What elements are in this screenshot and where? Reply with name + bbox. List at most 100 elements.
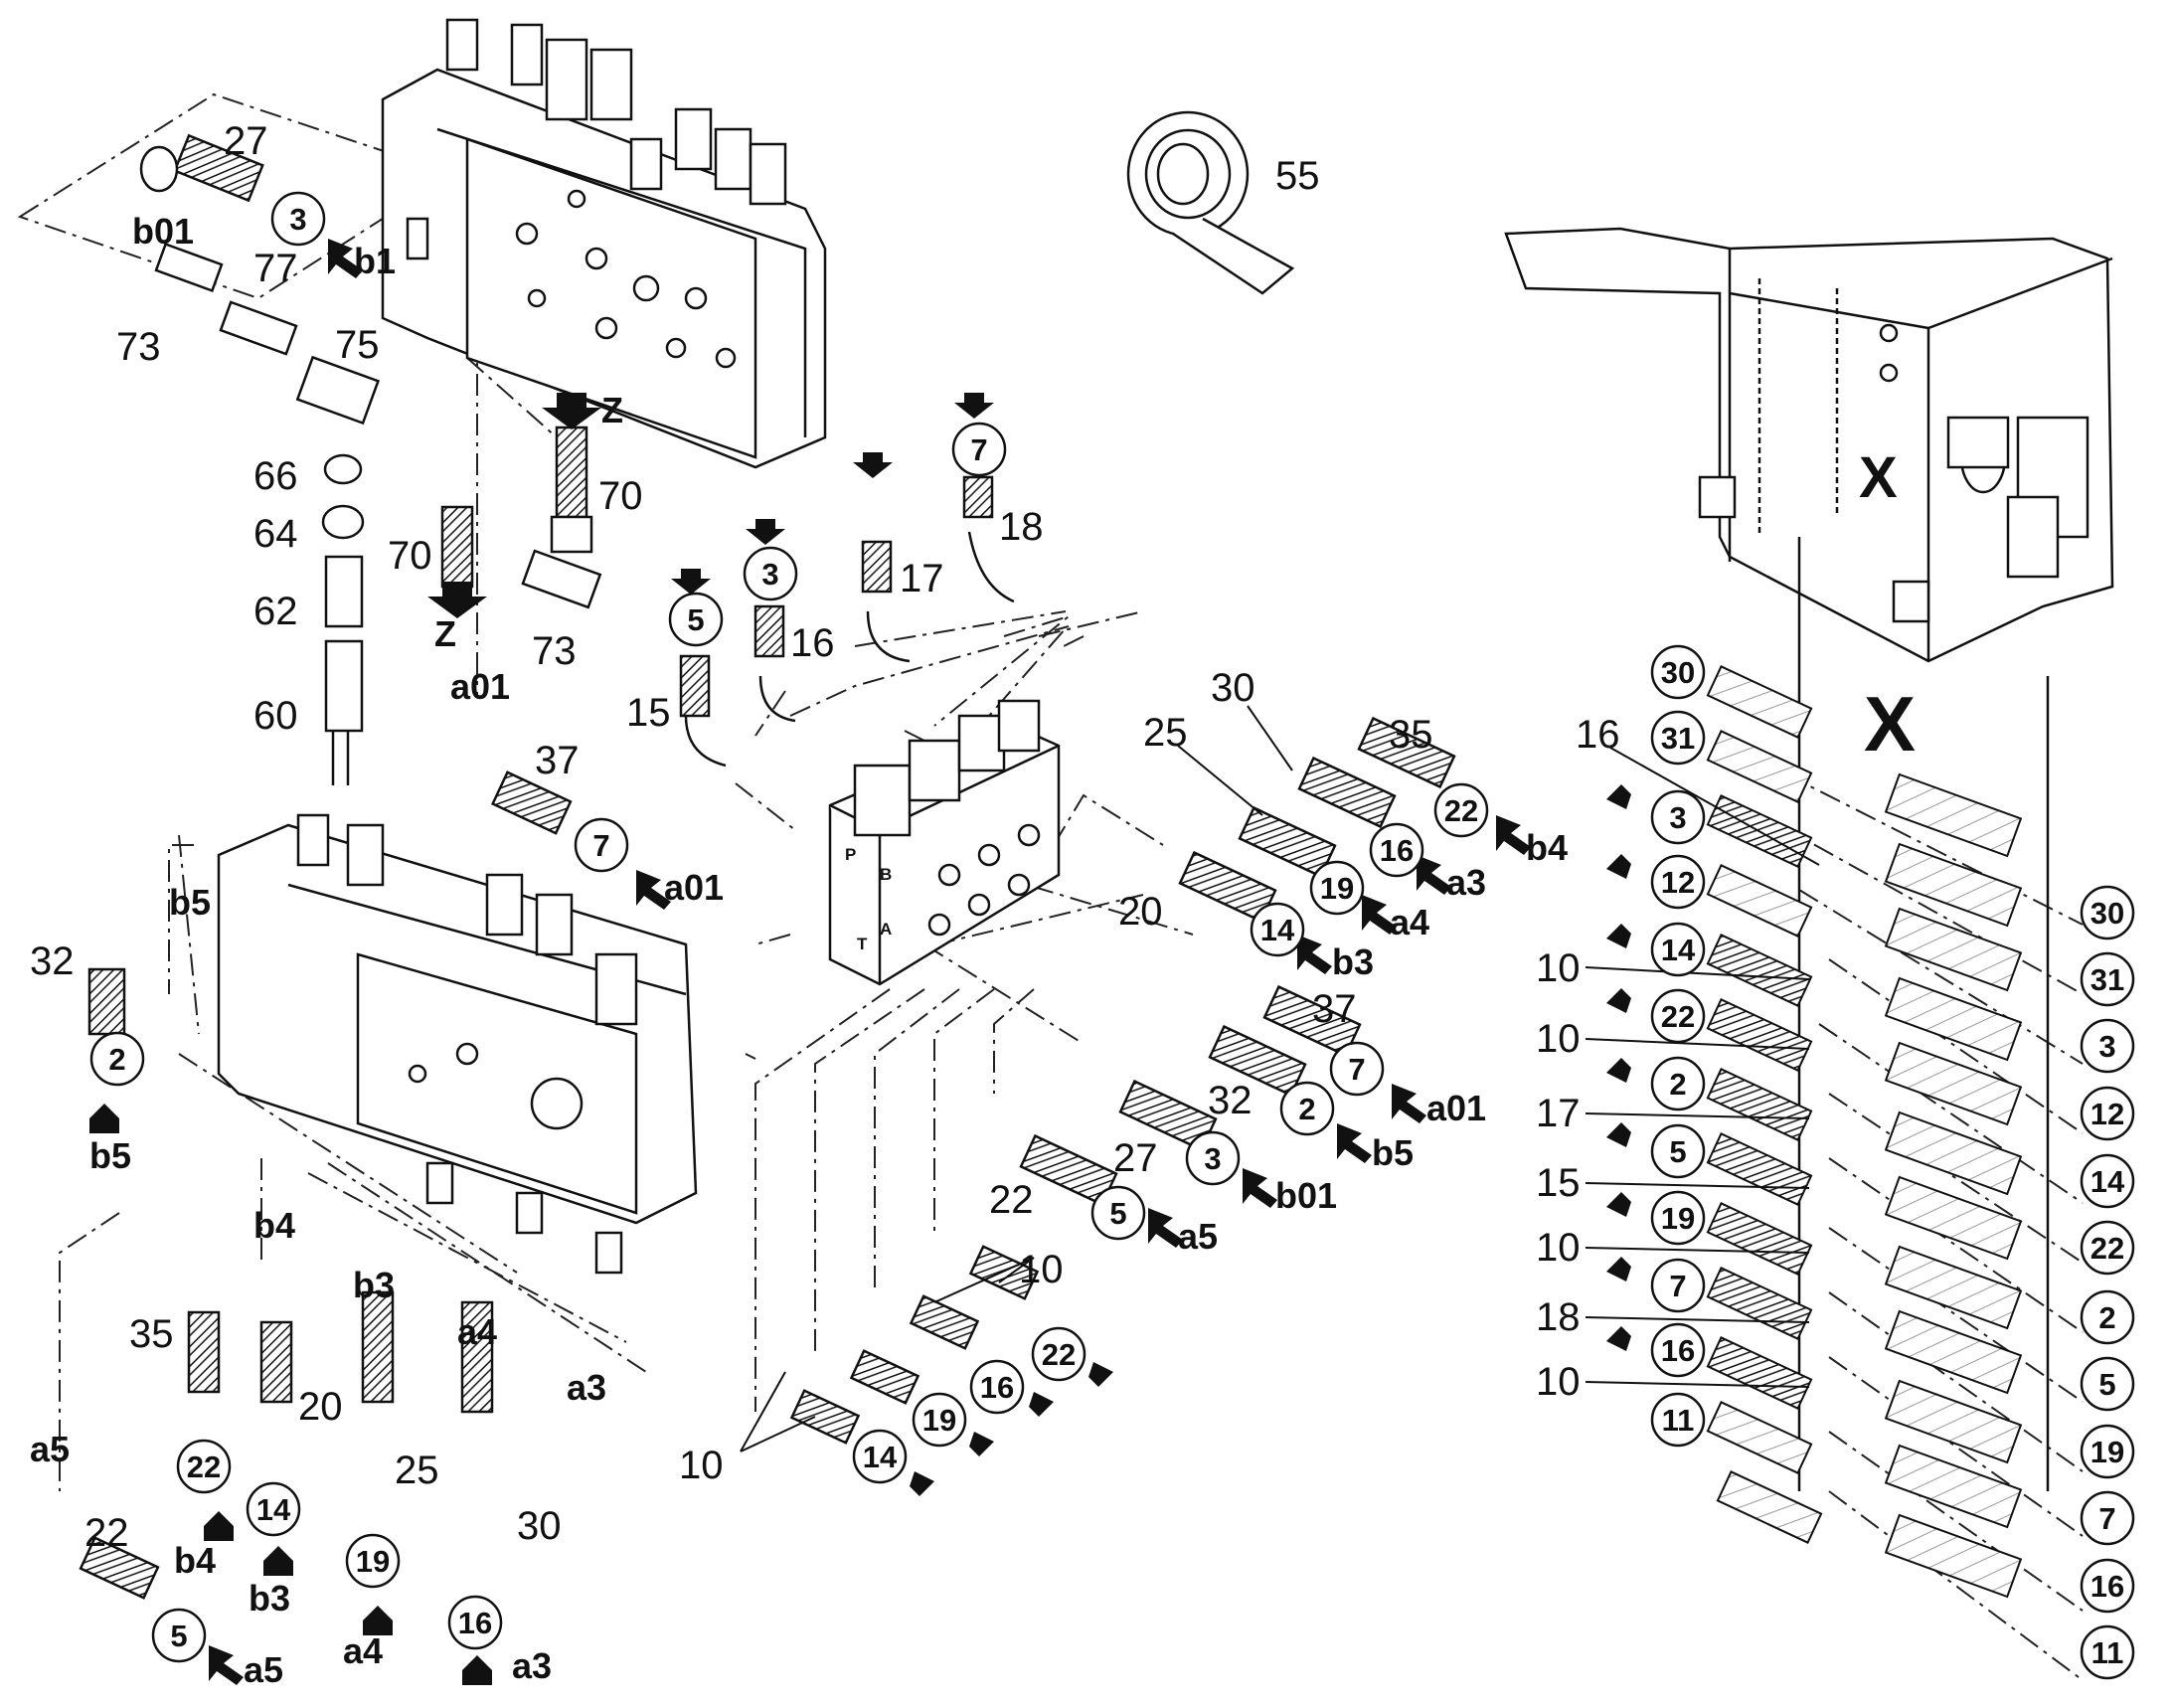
callout-number: 31 <box>1661 721 1695 756</box>
callout-number: 19 <box>922 1403 956 1438</box>
label-15: 15 <box>626 691 671 735</box>
callout-number: 22 <box>1444 793 1478 828</box>
label-20: 20 <box>1118 890 1163 934</box>
label-18: 18 <box>999 505 1044 549</box>
label-10-top: 10 <box>1019 1248 1064 1291</box>
callout-number: 3 <box>1204 1141 1221 1176</box>
callout-number: 16 <box>1661 1333 1695 1368</box>
label-64: 64 <box>253 512 298 556</box>
callout-number: 19 <box>1320 871 1354 906</box>
callout-circle-outline <box>345 1533 401 1589</box>
port-a3-arrow: a3 <box>512 1645 552 1686</box>
hose-20 <box>259 1320 293 1404</box>
solenoid-valve-block <box>828 699 1061 986</box>
callout-number: 5 <box>1109 1196 1126 1231</box>
port-b3-arrow: b3 <box>249 1578 290 1619</box>
callout-number: 3 <box>2098 1029 2115 1064</box>
callout-number: 19 <box>1661 1201 1695 1236</box>
callout-number: 2 <box>2098 1300 2115 1335</box>
callout-number: 22 <box>1661 999 1695 1034</box>
hose-27 <box>139 133 264 203</box>
port-a4: a4 <box>1390 902 1429 942</box>
callout-circle-outline <box>743 546 798 601</box>
callout-number: 7 <box>2098 1501 2115 1536</box>
callout-circle-outline <box>1369 822 1424 878</box>
callout-circle-outline <box>1090 1185 1146 1241</box>
label-16: 16 <box>790 621 835 665</box>
callout-circle: 3 <box>1185 1130 1241 1186</box>
callout-number: 5 <box>687 602 704 637</box>
callout-circle: 22 <box>1031 1326 1086 1382</box>
port-a3: a3 <box>1446 862 1486 903</box>
port-b1: b1 <box>354 241 396 281</box>
label-27-right: 27 <box>1113 1136 1158 1180</box>
hose-30-right <box>1297 756 1397 829</box>
callout-number: 16 <box>2090 1569 2124 1604</box>
callout-circle: 5 <box>1090 1185 1146 1241</box>
label-30-lower: 30 <box>517 1504 562 1548</box>
label-70-lower: 70 <box>388 534 432 578</box>
callout-circle-outline <box>2080 1018 2135 1074</box>
callout-circle: 16 <box>969 1359 1025 1415</box>
callout-circle-outline <box>969 1359 1025 1415</box>
callout-circle: 3 <box>2080 1018 2135 1074</box>
label-10-right-4: 10 <box>1536 1360 1581 1404</box>
callout-number: 22 <box>1042 1337 1076 1372</box>
callout-number: 11 <box>2091 1635 2124 1670</box>
callout-circle-outline <box>2080 1558 2135 1614</box>
hose-10-lower-4 <box>968 1245 1040 1300</box>
hose-17 <box>861 540 911 663</box>
callout-circle: 22 <box>1433 782 1489 838</box>
fittings-left-column <box>154 242 602 785</box>
label-18-right: 18 <box>1536 1295 1581 1339</box>
port-a4-arrow: a4 <box>343 1630 383 1671</box>
port-a5-right: a5 <box>1178 1216 1218 1257</box>
callout-circle-outline <box>2080 1153 2135 1209</box>
callout-number: 22 <box>2090 1231 2124 1266</box>
label-10-right-3: 10 <box>1536 1226 1581 1270</box>
callout-circle-outline <box>2080 951 2135 1007</box>
flow-arrows <box>89 239 1631 1685</box>
callout-circle: 12 <box>1650 854 1706 910</box>
callout-circle: 5 <box>2080 1356 2135 1412</box>
callout-circle: 30 <box>2080 885 2135 940</box>
port-b3: b3 <box>1332 941 1374 982</box>
callout-circle: 2 <box>89 1031 145 1087</box>
callout-circle-outline <box>1650 1392 1706 1448</box>
callout-circle-outline <box>1250 902 1305 957</box>
callout-circle: 16 <box>1650 1322 1706 1378</box>
callout-circle-outline <box>1650 1190 1706 1246</box>
label-25: 25 <box>1143 711 1188 755</box>
hose-10-lower-2 <box>849 1349 920 1405</box>
main-control-valve-lower <box>217 813 698 1275</box>
label-30: 30 <box>1211 666 1255 710</box>
port-a3-lower: a3 <box>567 1367 606 1408</box>
callout-circle: 12 <box>2080 1086 2135 1141</box>
callout-circle: 19 <box>2080 1424 2135 1479</box>
callout-circle: 7 <box>574 817 629 873</box>
callout-circle: 16 <box>1369 822 1424 878</box>
port-b3-lower: b3 <box>353 1265 395 1305</box>
callout-number: 12 <box>2090 1097 2124 1131</box>
label-73-lower: 73 <box>532 629 577 673</box>
callout-number: 14 <box>2090 1164 2125 1199</box>
label-15-right: 15 <box>1536 1161 1581 1205</box>
label-55: 55 <box>1275 154 1320 198</box>
callout-circle: 2 <box>1650 1056 1706 1111</box>
callout-circle-outline <box>2080 1424 2135 1479</box>
callout-number: 2 <box>1298 1092 1315 1126</box>
hose-16 <box>753 604 796 723</box>
label-10-bottom: 10 <box>679 1444 724 1487</box>
callout-circle: 2 <box>2080 1289 2135 1345</box>
tape-roll <box>1126 110 1295 295</box>
callout-circle: 14 <box>852 1429 908 1484</box>
callout-number: 30 <box>1661 655 1695 690</box>
callout-circle-outline <box>1650 710 1706 766</box>
callout-number: 3 <box>1669 800 1686 835</box>
callout-number: 3 <box>289 202 306 237</box>
hose-37 <box>491 770 573 835</box>
callout-circle: 16 <box>447 1595 503 1650</box>
callout-number: 5 <box>2098 1367 2115 1402</box>
callout-circle: 19 <box>345 1533 401 1589</box>
machine-frame-inset <box>1504 227 2114 1491</box>
